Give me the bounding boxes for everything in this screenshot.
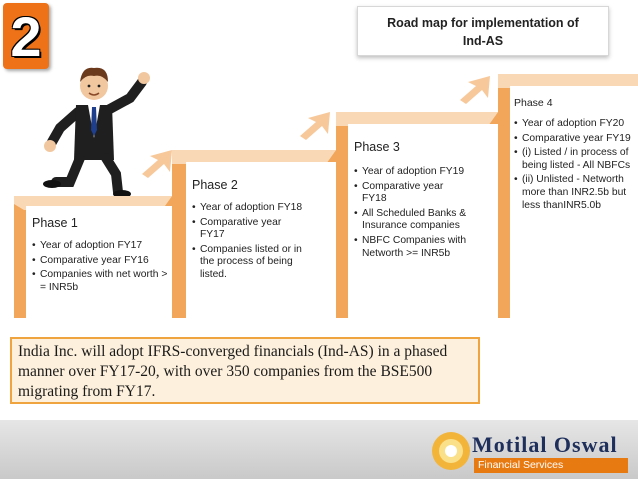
phase4-point: Year of adoption FY20 (514, 118, 636, 131)
logo-subtitle: Financial Services (474, 458, 628, 473)
phase2-title: Phase 2 (192, 178, 238, 192)
phase4-step-top (498, 74, 638, 88)
phase3-point: NBFC Companies with Networth >= INR5b (354, 235, 468, 260)
phase3-point: Year of adoption FY19 (354, 166, 468, 179)
summary-caption: India Inc. will adopt IFRS-converged fin… (10, 337, 480, 404)
phase1-points: Year of adoption FY17 Comparative year F… (32, 240, 168, 296)
roadmap-title-line2: Ind-AS (462, 34, 504, 48)
company-logo: Motilal Oswal Financial Services (430, 428, 630, 474)
phase1-title: Phase 1 (32, 216, 78, 230)
phase1-point: Comparative year FY16 (32, 255, 168, 268)
phase4-point: Comparative year FY19 (514, 133, 636, 146)
phase2-points: Year of adoption FY18 Comparative year F… (192, 202, 306, 284)
phase2-point: Year of adoption FY18 (192, 202, 306, 215)
arrow-1-icon (142, 150, 172, 178)
phase4-point: (ii) Unlisted - Networth more than INR2.… (514, 174, 636, 212)
phase2-point: Comparative year FY17 (192, 217, 306, 242)
step-number: 2 (10, 5, 42, 68)
phase2-point: Companies listed or in the process of be… (192, 244, 306, 282)
arrow-3-icon (460, 76, 490, 104)
businessman-illustration (43, 67, 150, 198)
arrow-2-icon (300, 112, 330, 140)
phase3-step-top (336, 112, 498, 126)
phase3-point: All Scheduled Banks & Insurance companie… (354, 208, 468, 233)
phase3-title: Phase 3 (354, 140, 400, 154)
phase4-point: (i) Listed / in process of being listed … (514, 147, 636, 172)
roadmap-title: Road map for implementation of Ind-AS (357, 6, 609, 56)
phase4-points: Year of adoption FY20 Comparative year F… (514, 118, 636, 214)
logo-name: Motilal Oswal (472, 432, 618, 457)
phase3-point: Comparative year FY18 (354, 181, 468, 206)
phase4-title: Phase 4 (514, 97, 553, 109)
step-number-badge: 2 (3, 3, 49, 69)
phase2-step-top (172, 150, 336, 164)
phase1-point: Companies with net worth > = INR5b (32, 269, 168, 294)
logo-emblem-icon (432, 432, 470, 470)
phase3-points: Year of adoption FY19 Comparative year F… (354, 166, 468, 262)
roadmap-title-line1: Road map for implementation of (387, 16, 579, 30)
phase1-point: Year of adoption FY17 (32, 240, 168, 253)
